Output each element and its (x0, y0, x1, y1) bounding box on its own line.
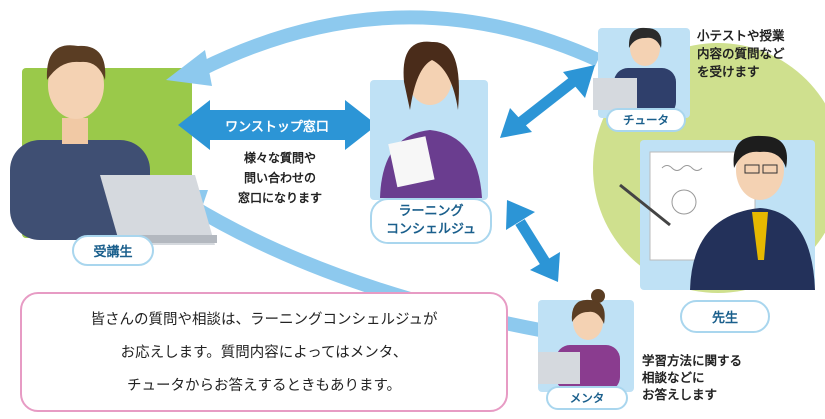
note-box: 皆さんの質問や相談は、ラーニングコンシェルジュが お応えします。質問内容によって… (20, 292, 508, 412)
one-stop-desc-line1: 様々な質問や (243, 151, 316, 165)
concierge-label-line2: コンシェルジュ (385, 222, 477, 237)
tutor-desc-line1: 小テストや授業 (697, 28, 785, 43)
concierge-label: ラーニング コンシェルジュ (370, 198, 492, 244)
mentor-desc-line1: 学習方法に関する (642, 353, 743, 368)
tutor-to-student-arrow (196, 10, 601, 77)
one-stop-banner-text: ワンストップ窓口 (225, 120, 329, 135)
tutor-desc-line3: を受けます (697, 64, 760, 79)
concierge-mentor-arrow (506, 200, 560, 282)
note-line2: お応えします。質問内容によってはメンタ、 (120, 345, 408, 361)
mentor-description: 学習方法に関する 相談などに お答えします (642, 352, 762, 403)
mentor-desc-line3: お答えします (642, 387, 718, 402)
note-line1: 皆さんの質問や相談は、ラーニングコンシェルジュが (90, 312, 438, 328)
tutor-to-student-arrowhead (166, 50, 212, 86)
one-stop-desc-line3: 窓口になります (237, 191, 322, 205)
teacher-label: 先生 (680, 300, 770, 333)
student-label: 受講生 (72, 235, 154, 266)
mentor-label: メンタ (546, 386, 628, 410)
tutor-description: 小テストや授業 内容の質問など を受けます (697, 27, 822, 81)
tutor-desc-line2: 内容の質問など (697, 46, 785, 61)
tutor-label: チュータ (606, 108, 686, 132)
student-figure (10, 45, 217, 245)
one-stop-desc-line2: 問い合わせの (243, 171, 316, 185)
mentor-desc-line2: 相談などに (642, 370, 705, 385)
concierge-figure (380, 41, 482, 198)
concierge-tutor-arrow (500, 65, 595, 138)
note-line3: チュータからお答えするときもあります。 (126, 378, 402, 394)
one-stop-double-arrow (178, 100, 377, 150)
mentor-figure (538, 289, 620, 391)
tutor-figure (593, 27, 676, 116)
one-stop-description: 様々な質問や 問い合わせの 窓口になります (210, 148, 350, 208)
teacher-figure (619, 135, 815, 290)
concierge-label-line1: ラーニング (398, 204, 464, 219)
